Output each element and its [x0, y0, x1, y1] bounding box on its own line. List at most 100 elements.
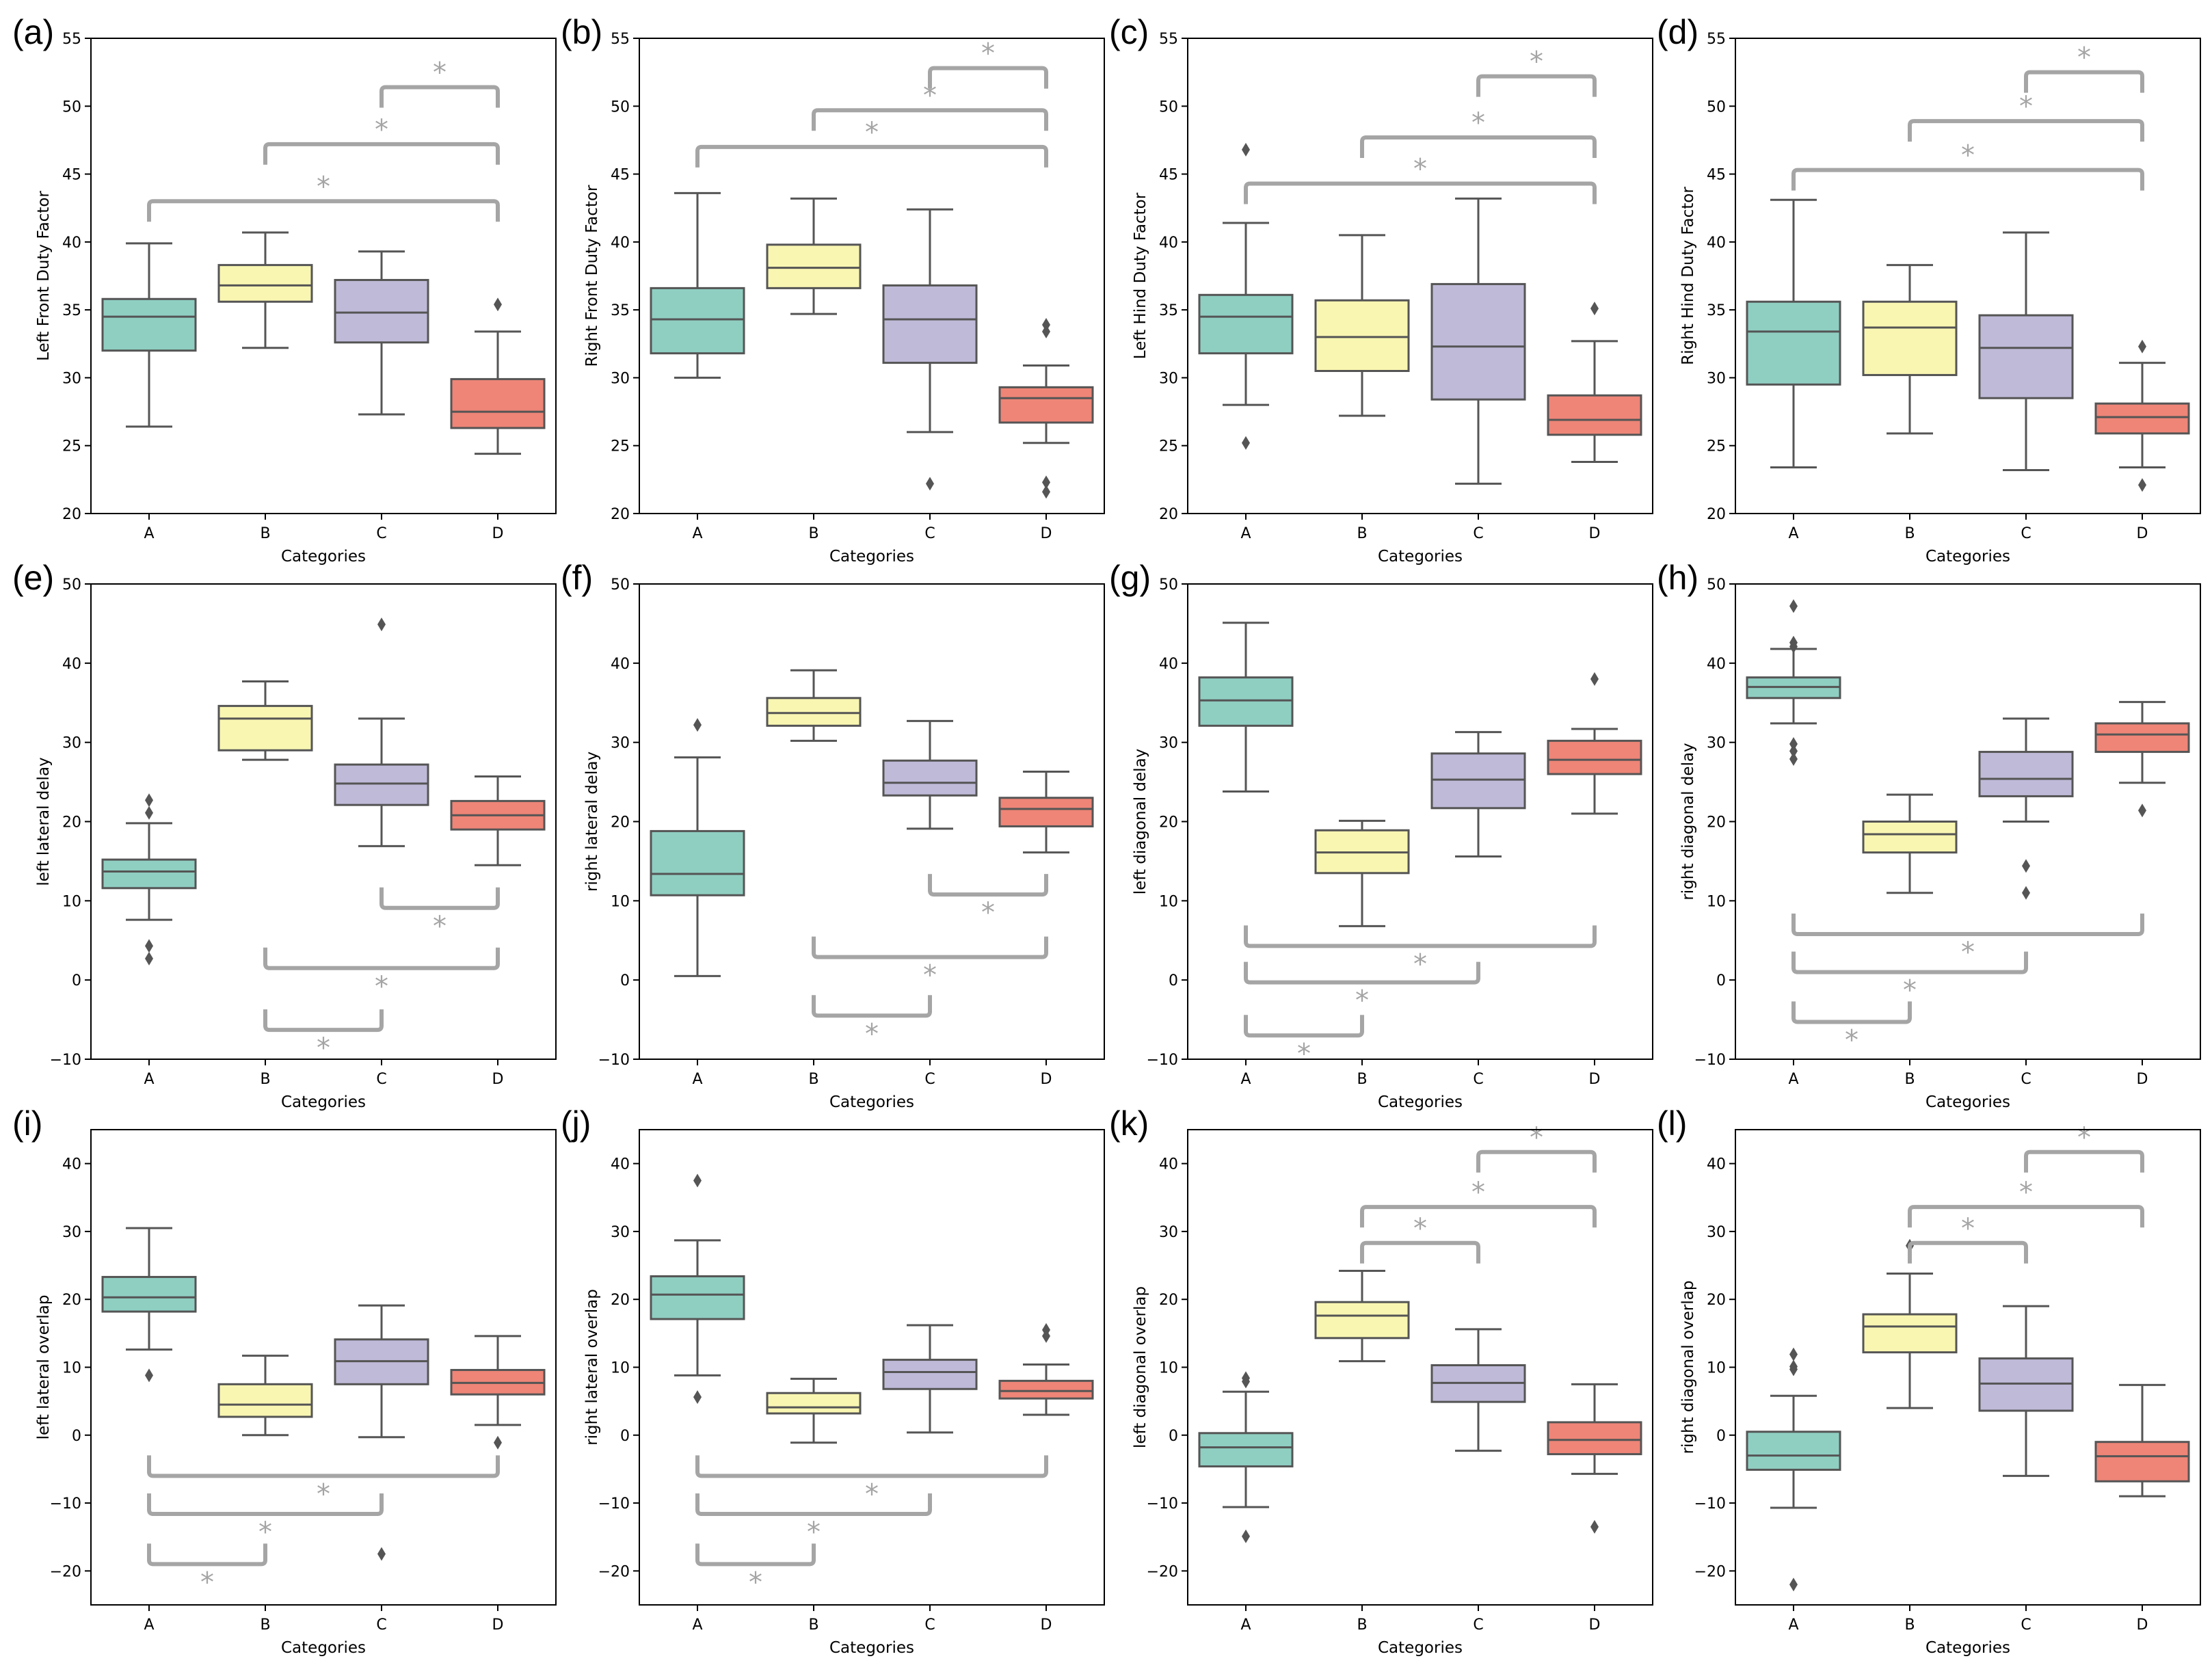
- y-tick-label: 55: [62, 31, 81, 48]
- significance-bracket: *: [1791, 913, 2144, 968]
- outlier-point: [1789, 1362, 1798, 1376]
- box-iqr: [882, 1359, 978, 1390]
- y-tick-label: 30: [62, 735, 81, 752]
- y-tick-label: 0: [1169, 1428, 1178, 1445]
- bracket-line: [263, 947, 500, 970]
- box-iqr: [101, 297, 197, 352]
- outlier-point: [494, 297, 502, 312]
- significance-star: *: [923, 960, 937, 992]
- outlier-point: [1242, 1374, 1250, 1389]
- y-tick-label: 30: [1159, 370, 1178, 387]
- bracket-line: [1244, 925, 1597, 948]
- bracket-line: [1791, 1001, 1912, 1024]
- significance-star: *: [1961, 1213, 1975, 1245]
- significance-bracket: *: [695, 1455, 1048, 1510]
- significance-star: *: [433, 911, 447, 942]
- box-iqr: [334, 763, 429, 806]
- x-tick-label: D: [2137, 1071, 2148, 1088]
- outlier-point: [1042, 485, 1050, 499]
- box-iqr: [882, 759, 978, 797]
- y-tick-label: 40: [62, 656, 81, 673]
- significance-bracket: *: [1908, 1213, 2028, 1264]
- box-iqr: [1746, 300, 1841, 386]
- box-C: [334, 1304, 429, 1561]
- y-tick-label: 0: [72, 1428, 81, 1445]
- box-C: [334, 250, 429, 416]
- x-tick-label: A: [1788, 1071, 1798, 1088]
- significance-bracket: *: [1360, 1213, 1480, 1264]
- x-tick-label: D: [1041, 1617, 1052, 1634]
- box-C: [1430, 197, 1526, 485]
- significance-star: *: [317, 1033, 330, 1064]
- significance-bracket: *: [695, 1493, 932, 1548]
- box-D: [450, 297, 546, 455]
- y-tick-label: 20: [62, 1292, 81, 1309]
- y-tick-label: 0: [1716, 972, 1726, 989]
- x-tick-label: B: [1357, 525, 1367, 542]
- box-C: [882, 1324, 978, 1434]
- x-axis-label: Categories: [281, 1639, 366, 1657]
- significance-bracket: *: [1244, 153, 1597, 204]
- box-B: [1862, 793, 1958, 894]
- panel-letter: (e): [12, 559, 54, 597]
- box-iqr: [766, 243, 862, 289]
- y-tick-label: 50: [1159, 576, 1178, 594]
- box-B: [1862, 1238, 1958, 1409]
- box-C: [1978, 1305, 2074, 1477]
- y-tick-label: 10: [611, 1360, 630, 1377]
- outlier-point: [1042, 475, 1050, 490]
- bracket-line: [695, 1455, 1048, 1478]
- significance-bracket: *: [1244, 961, 1480, 1017]
- x-tick-label: A: [692, 525, 702, 542]
- outlier-point: [1242, 1529, 1250, 1543]
- significance-bracket: *: [1244, 925, 1597, 980]
- x-tick-label: C: [1473, 525, 1483, 542]
- y-tick-label: 50: [611, 98, 630, 116]
- significance-star: *: [807, 1517, 821, 1548]
- box-iqr: [334, 278, 429, 344]
- y-tick-label: 20: [611, 814, 630, 832]
- outlier-point: [377, 1547, 386, 1561]
- box-iqr: [650, 1275, 745, 1320]
- significance-bracket: *: [1908, 1177, 2144, 1228]
- y-tick-label: 20: [1159, 814, 1178, 832]
- y-tick-label: 40: [611, 235, 630, 252]
- y-tick-label: 40: [611, 1156, 630, 1173]
- x-tick-label: C: [376, 1617, 386, 1634]
- box-D: [1547, 672, 1642, 815]
- x-tick-label: A: [144, 1617, 154, 1634]
- box-D: [1547, 1383, 1642, 1534]
- x-tick-label: B: [808, 1617, 818, 1634]
- y-tick-label: 10: [1707, 1360, 1726, 1377]
- outlier-point: [2022, 859, 2030, 873]
- x-tick-label: A: [1788, 1617, 1798, 1634]
- plot-frame: [90, 38, 557, 514]
- significance-star: *: [981, 897, 995, 929]
- x-tick-label: D: [1041, 525, 1052, 542]
- significance-star: *: [2019, 1177, 2033, 1208]
- outlier-point: [1042, 317, 1050, 332]
- box-D: [450, 775, 546, 866]
- y-tick-label: 10: [611, 893, 630, 910]
- box-B: [1314, 234, 1410, 417]
- box-D: [1547, 302, 1642, 464]
- box-iqr: [450, 377, 546, 429]
- box-iqr: [101, 858, 197, 890]
- y-tick-label: −10: [1147, 1052, 1178, 1069]
- x-tick-label: D: [1589, 1617, 1601, 1634]
- bracket-line: [263, 1009, 384, 1033]
- significance-bracket: *: [379, 887, 500, 942]
- y-tick-label: −20: [1147, 1563, 1178, 1580]
- y-tick-label: 20: [62, 506, 81, 523]
- y-axis-label: Right Front Duty Factor: [583, 185, 601, 367]
- y-tick-label: 35: [1707, 302, 1726, 319]
- x-tick-label: D: [2137, 1617, 2148, 1634]
- x-tick-label: A: [144, 1071, 154, 1088]
- y-axis-label: left lateral overlap: [35, 1295, 53, 1440]
- box-iqr: [101, 1275, 197, 1313]
- outlier-point: [1789, 1578, 1798, 1592]
